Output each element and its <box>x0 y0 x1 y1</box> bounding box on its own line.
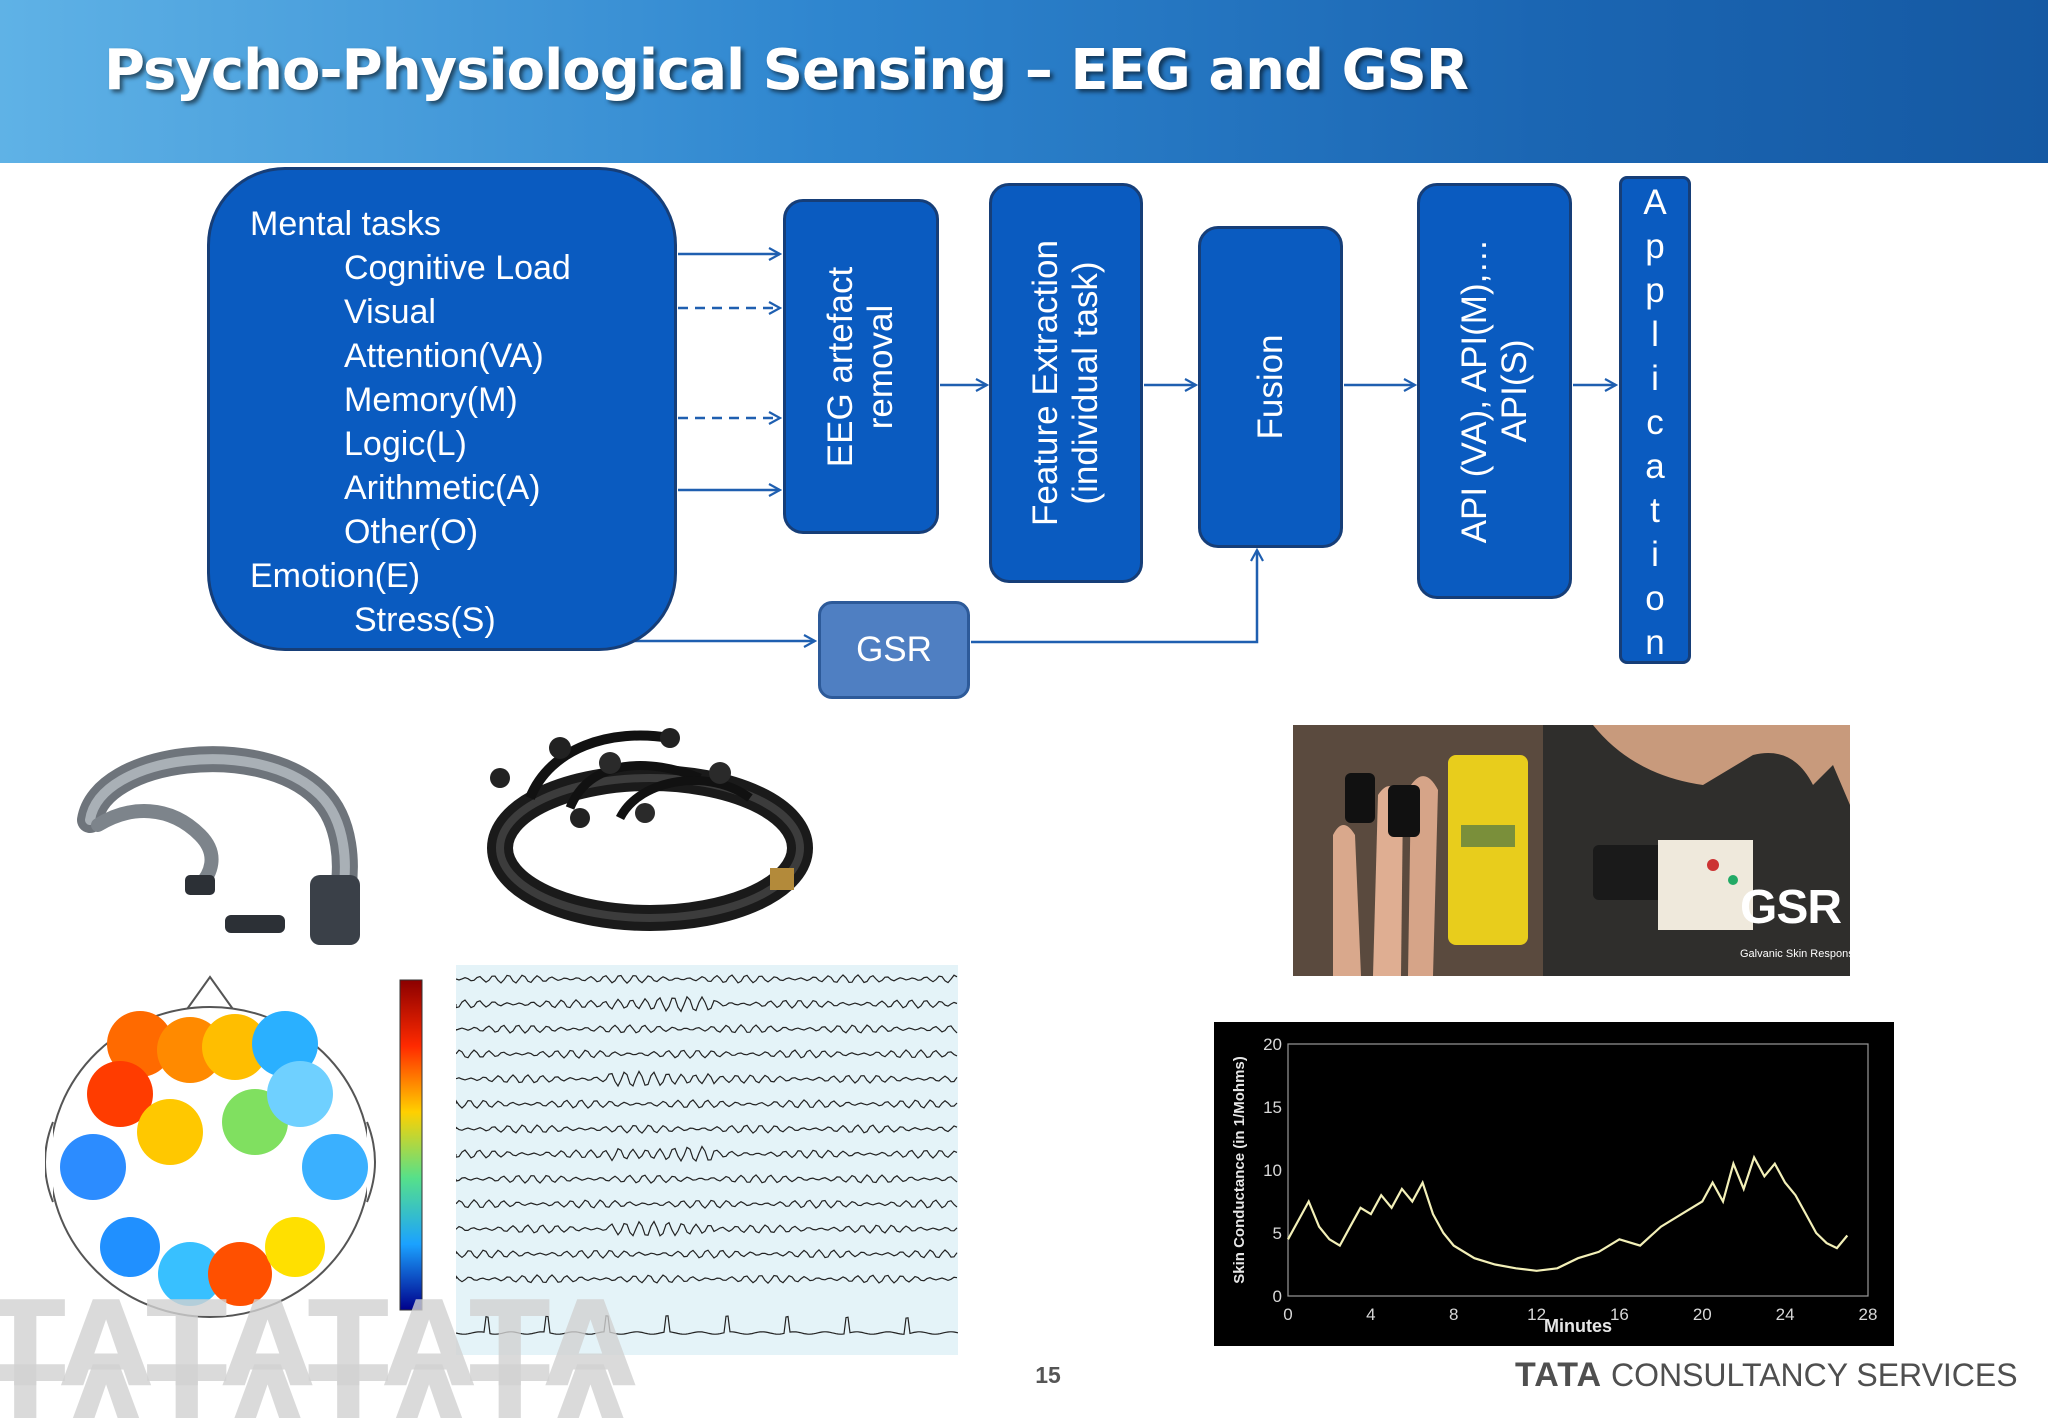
task-memory: Memory(M) <box>344 381 518 419</box>
application-letter: A <box>1643 183 1667 222</box>
ecg-trace <box>456 1315 958 1335</box>
eeg-headset-emotiv-photo <box>487 728 813 931</box>
api-label: API (VA), API(M),… API(S) <box>1454 238 1534 544</box>
gsr-box: GSR <box>818 601 970 699</box>
feature-extraction-box: Feature Extraction (individual task) <box>989 183 1143 583</box>
gsr-photo-label: GSR <box>1740 881 1842 934</box>
gsr-y-tick-label: 0 <box>1273 1287 1282 1306</box>
gsr-x-tick-label: 20 <box>1693 1305 1712 1324</box>
task-other: Other(O) <box>344 513 479 551</box>
eeg-raw-signal-plot <box>456 965 958 1355</box>
gsr-x-tick-label: 28 <box>1859 1305 1878 1324</box>
gsr-device-photo <box>1293 725 1850 976</box>
eeg-trace <box>456 1249 958 1259</box>
gsr-x-tick-label: 8 <box>1449 1305 1458 1324</box>
task-stress: Stress(S) <box>354 601 496 639</box>
task-cognitive-load: Cognitive Load <box>344 249 571 287</box>
eeg-trace <box>456 1070 958 1088</box>
tata-watermark-top: TATATATA <box>0 1275 641 1413</box>
task-arithmetic: Arithmetic(A) <box>344 469 541 507</box>
fusion-label: Fusion <box>1250 334 1290 440</box>
gsr-y-tick-label: 15 <box>1263 1098 1282 1117</box>
application-letter: a <box>1645 447 1665 486</box>
eeg-trace <box>456 1220 958 1237</box>
task-attention: Attention(VA) <box>344 337 544 375</box>
application-box: A p p l i c a t i o n <box>1619 176 1691 664</box>
eeg-artefact-removal-label: EEG artefact removal <box>821 266 900 467</box>
eeg-trace <box>456 1199 958 1209</box>
gsr-x-tick-label: 0 <box>1283 1305 1292 1324</box>
eeg-trace <box>456 1274 958 1284</box>
mental-tasks-box <box>207 167 677 651</box>
gsr-x-tick-label: 16 <box>1610 1305 1629 1324</box>
page-number: 15 <box>1035 1362 1061 1388</box>
tata-watermark-bottom: TATATATA <box>0 1340 641 1418</box>
gsr-x-tick-label: 24 <box>1776 1305 1795 1324</box>
fusion-box: Fusion <box>1198 226 1343 548</box>
application-letter: t <box>1650 491 1660 530</box>
gsr-y-axis-label: Skin Conductance (in 1/Mohms) <box>1231 1056 1248 1284</box>
eeg-trace <box>456 995 958 1013</box>
application-letter: n <box>1645 623 1665 662</box>
feature-extraction-label: Feature Extraction (individual task) <box>1026 240 1105 526</box>
gsr-y-tick-label: 10 <box>1263 1161 1282 1180</box>
api-box: API (VA), API(M),… API(S) <box>1417 183 1572 599</box>
eeg-topography-map <box>45 975 423 1318</box>
application-letter: p <box>1645 271 1665 310</box>
application-letter: l <box>1651 315 1659 354</box>
application-letter: p <box>1645 227 1665 266</box>
task-logic: Logic(L) <box>344 425 467 463</box>
gsr-x-tick-label: 12 <box>1527 1305 1546 1324</box>
gsr-series-line <box>1287 1154 1849 1272</box>
eeg-artefact-removal-box: EEG artefact removal <box>783 199 939 534</box>
eeg-trace <box>456 1099 958 1109</box>
footer-brand: TATA CONSULTANCY SERVICES <box>1515 1356 2018 1395</box>
task-mental-tasks: Mental tasks <box>250 205 441 243</box>
footer-brand-bold: TATA <box>1515 1356 1603 1394</box>
task-visual: Visual <box>344 293 436 331</box>
eeg-trace <box>456 1174 958 1184</box>
gsr-x-axis-label: Minutes <box>1544 1316 1612 1336</box>
eeg-headset-neurosky-photo <box>77 746 360 945</box>
footer-brand-rest: CONSULTANCY SERVICES <box>1610 1357 2018 1393</box>
arrow-gsr-to-fusion <box>971 550 1257 644</box>
slide-title: Psycho-Physiological Sensing – EEG and G… <box>104 38 1469 103</box>
header-bar: Psycho-Physiological Sensing – EEG and G… <box>0 0 2048 163</box>
eeg-trace <box>456 1049 958 1059</box>
application-letter: o <box>1645 579 1665 618</box>
gsr-line-chart: 0 4 8 12 16 20 24 28 0 5 10 15 20 Minutes Skin Condu… <box>1214 1022 1894 1346</box>
task-emotion: Emotion(E) <box>250 557 421 595</box>
eeg-trace <box>456 1024 958 1034</box>
gsr-photo-sublabel: Galvanic Skin Response <box>1740 948 1860 960</box>
gsr-x-tick-label: 4 <box>1366 1305 1375 1324</box>
application-letter: i <box>1651 359 1659 398</box>
application-letter: c <box>1646 403 1664 442</box>
gsr-y-tick-label: 5 <box>1273 1224 1282 1243</box>
eeg-trace <box>456 1145 958 1163</box>
gsr-y-tick-label: 20 <box>1263 1035 1282 1054</box>
application-letter: i <box>1651 535 1659 574</box>
eeg-trace <box>456 1124 958 1134</box>
eeg-trace <box>456 974 958 984</box>
